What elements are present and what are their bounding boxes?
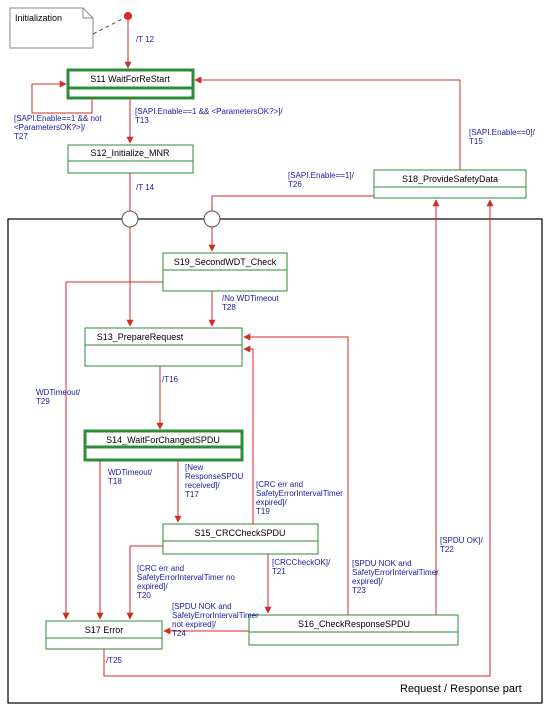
state-s17-label: S17 Error bbox=[85, 625, 124, 635]
state-s16[interactable]: S16_CheckResponseSPDU bbox=[248, 614, 459, 646]
entry-point-right bbox=[203, 210, 221, 228]
state-s19-label: S19_SecondWDT_Check bbox=[174, 257, 277, 267]
transition-t15[interactable] bbox=[194, 76, 461, 170]
transition-t27[interactable] bbox=[31, 80, 93, 114]
initialization-note: Initialization bbox=[9, 7, 94, 49]
state-s13[interactable]: S13_PrepareRequest bbox=[84, 327, 243, 367]
initial-state-dot bbox=[124, 12, 132, 20]
state-s16-label: S16_CheckResponseSPDU bbox=[298, 619, 410, 629]
transition-t19[interactable] bbox=[243, 345, 254, 524]
note-text: Initialization bbox=[15, 13, 62, 23]
label-t28: /No WDTimeout T28 bbox=[222, 294, 281, 312]
note-connector bbox=[92, 15, 129, 35]
state-s17[interactable]: S17 Error bbox=[45, 620, 163, 650]
label-t23: [SPDU NOK and SafetyErrorIntervalTimer e… bbox=[352, 559, 441, 595]
label-t21: [CRCCheckOK]/ T21 bbox=[272, 558, 332, 576]
state-s13-label: S13_PrepareRequest bbox=[97, 332, 184, 342]
state-s15[interactable]: S15_CRCCheckSPDU bbox=[162, 523, 319, 555]
transition-t29[interactable] bbox=[62, 281, 163, 620]
region-label: Request / Response part bbox=[400, 683, 522, 695]
label-t18: WDTimeout/ T18 bbox=[108, 468, 154, 486]
label-t17: [New ResponseSPDU received]/ T17 bbox=[185, 463, 245, 499]
transition-t25[interactable] bbox=[103, 199, 494, 677]
entry-point-left bbox=[121, 210, 139, 228]
state-s18[interactable]: S18_ProvideSafetyData bbox=[373, 169, 527, 199]
label-t12: /T 12 bbox=[136, 35, 155, 44]
label-t26: [SAPI.Enable==1]/ T26 bbox=[288, 171, 356, 189]
transition-t23[interactable] bbox=[243, 333, 349, 615]
label-t16: /T16 bbox=[162, 375, 179, 384]
label-t25: /T25 bbox=[106, 656, 123, 665]
label-t20: [CRC err and SafetyErrorIntervalTimer no… bbox=[137, 564, 237, 600]
request-response-region bbox=[7, 218, 543, 704]
state-s11[interactable]: S11 WaitForReStart bbox=[66, 68, 195, 100]
state-s14-label: S14_WaitForChangedSPDU bbox=[106, 435, 220, 445]
state-s12[interactable]: S12_Initialize_MNR bbox=[67, 144, 194, 174]
state-s18-label: S18_ProvideSafetyData bbox=[402, 174, 498, 184]
label-t29: WDTimeout/ T29 bbox=[36, 388, 82, 406]
state-s15-label: S15_CRCCheckSPDU bbox=[194, 528, 285, 538]
state-s19[interactable]: S19_SecondWDT_Check bbox=[162, 252, 288, 292]
label-t13: [SAPI.Enable==1 && <ParametersOK?>]/ T13 bbox=[135, 107, 285, 125]
transition-t26[interactable] bbox=[211, 195, 374, 211]
label-t27: [SAPI.Enable==1 && not <ParametersOK?>]/… bbox=[14, 114, 104, 141]
label-t15: [SAPI.Enable==0]/ T15 bbox=[469, 128, 537, 146]
transition-t20[interactable] bbox=[126, 545, 163, 620]
state-s14[interactable]: S14_WaitForChangedSPDU bbox=[83, 429, 244, 462]
label-t19: [CRC err and SafetyErrorIntervalTimer ex… bbox=[256, 480, 345, 516]
label-t14: /T 14 bbox=[136, 183, 155, 192]
label-t22: [SPDU OK]/ T22 bbox=[440, 536, 485, 554]
label-t24: [SPDU NOK and SafetyErrorIntervalTimer n… bbox=[172, 602, 261, 638]
state-s11-label: S11 WaitForReStart bbox=[90, 74, 170, 84]
state-s12-label: S12_Initialize_MNR bbox=[90, 148, 170, 158]
